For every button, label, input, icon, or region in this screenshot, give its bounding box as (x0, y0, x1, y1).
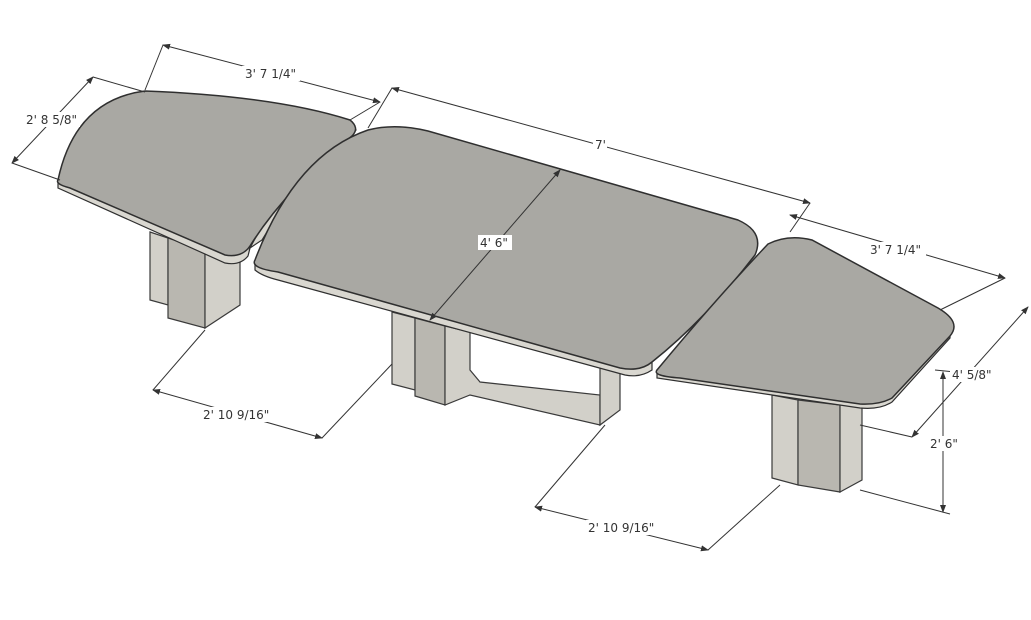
right-top-width-label: 4' 5/8" (952, 368, 992, 382)
right-pedestal-base (771, 394, 863, 494)
center-width-label: 4' 6" (480, 236, 508, 250)
dimension-labels: 3' 7 1/4" 2' 8 5/8" 7' 4' 6" 3' 7 1/4" 4… (24, 66, 996, 535)
height-label: 2' 6" (930, 437, 958, 451)
center-length-label: 7' (595, 138, 606, 152)
left-base-spacing-label: 2' 10 9/16" (203, 408, 269, 422)
right-base-spacing-label: 2' 10 9/16" (588, 521, 654, 535)
left-top-length-label: 3' 7 1/4" (245, 67, 296, 81)
center-tabletop (253, 126, 759, 377)
right-top-length-label: 3' 7 1/4" (870, 243, 921, 257)
dimension-lines (11, 43, 1029, 552)
left-top-width-label: 2' 8 5/8" (26, 113, 77, 127)
